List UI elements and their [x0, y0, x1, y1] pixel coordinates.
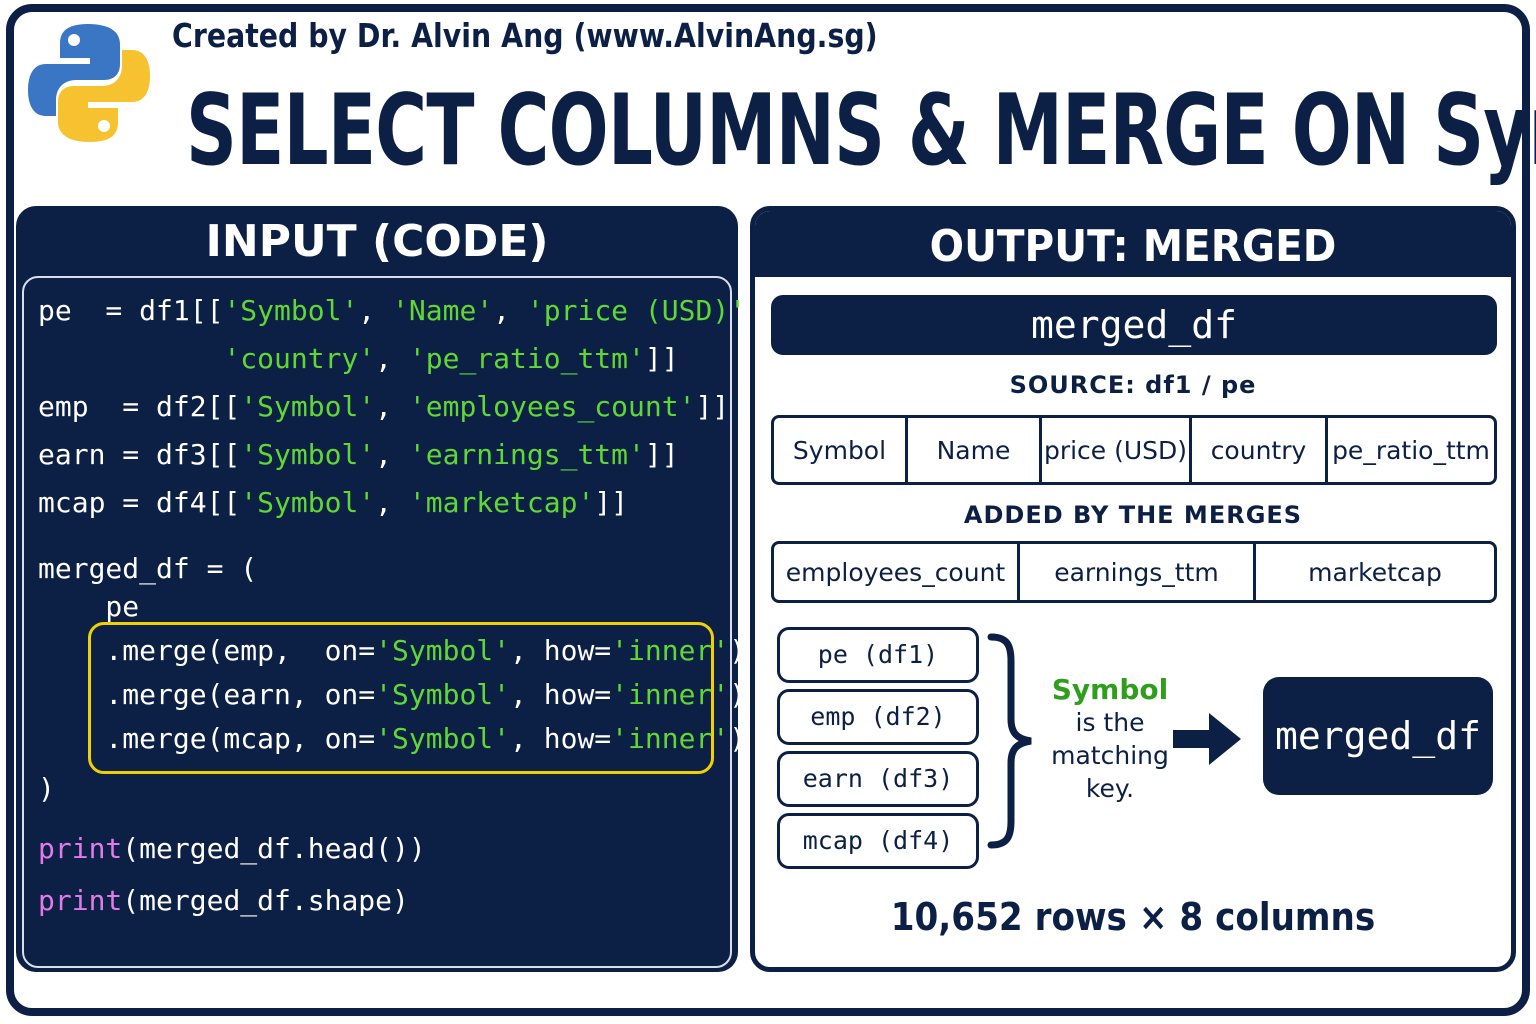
input-code-panel: INPUT (CODE) pe = df1[['Symbol', 'Name',…: [16, 206, 763, 972]
code-block: pe = df1[['Symbol', 'Name', 'price (USD)…: [22, 276, 763, 968]
code-string: 'Symbol': [375, 722, 511, 755]
code-line: print(merged_df.shape): [38, 884, 409, 917]
code-string: 'Symbol': [375, 678, 511, 711]
code-text: mcap = df4[[: [38, 486, 241, 519]
dataframe-shape: 10,652 rows × 8 columns: [890, 895, 1376, 939]
curly-brace-icon: [987, 633, 1032, 849]
code-text: merged_df = (: [38, 552, 258, 585]
code-string: 'Name': [392, 294, 494, 327]
code-text: , how=: [510, 634, 612, 667]
code-string: 'earnings_ttm': [408, 438, 645, 471]
result-dataframe-box: merged_df: [1263, 677, 1493, 795]
right-arrow-icon: [1173, 713, 1241, 765]
code-text: .merge(earn, on=: [38, 678, 376, 711]
code-string: 'price (USD)': [526, 294, 747, 327]
input-dataframe-box: mcap (df4): [777, 813, 979, 869]
code-line: mcap = df4[['Symbol', 'marketcap']]: [38, 486, 628, 519]
code-text: , how=: [510, 722, 612, 755]
code-text: ): [729, 634, 747, 667]
code-text: pe: [38, 590, 140, 623]
code-text: pe = df1[[: [38, 294, 224, 327]
column-header-cell: earnings_ttm: [1020, 544, 1256, 600]
dataframe-name-bar: merged_df: [771, 295, 1497, 355]
code-string: 'inner': [611, 678, 730, 711]
code-text: ]]: [594, 486, 629, 519]
source-label: SOURCE: df1 / pe: [1009, 371, 1257, 399]
code-line: pe = df1[['Symbol', 'Name', 'price (USD)…: [38, 294, 763, 327]
code-keyword: print: [38, 884, 123, 917]
input-dataframe-box: pe (df1): [777, 627, 979, 683]
code-text: , how=: [510, 678, 612, 711]
output-panel: OUTPUT: MERGED DATAFRAME merged_df SOURC…: [750, 206, 1516, 972]
code-line: print(merged_df.head()): [38, 832, 426, 865]
code-text: ): [729, 722, 747, 755]
code-line: emp = df2[['Symbol', 'employees_count']]: [38, 390, 729, 423]
code-line: earn = df3[['Symbol', 'earnings_ttm']]: [38, 438, 679, 471]
page-title: SELECT COLUMNS & MERGE ON Symbol: [186, 74, 1536, 188]
python-logo-icon: [28, 24, 150, 142]
code-text: ]]: [695, 390, 730, 423]
column-header-cell: pe_ratio_ttm: [1332, 435, 1490, 465]
column-header-cell: Symbol: [774, 418, 908, 482]
code-string: 'Symbol': [240, 438, 376, 471]
title-main: SELECT COLUMNS & MERGE ON: [186, 74, 1410, 188]
code-text: emp = df2[[: [38, 390, 241, 423]
key-text-line-3: key.: [1085, 774, 1135, 803]
column-header-cell: country: [1192, 418, 1328, 482]
output-panel-header: [755, 211, 1511, 277]
input-dataframe-box: emp (df2): [777, 689, 979, 745]
code-text: ,: [375, 390, 409, 423]
code-line: .merge(emp, on='Symbol', how='inner'): [38, 634, 746, 667]
code-line: .merge(mcap, on='Symbol', how='inner'): [38, 722, 746, 755]
code-text: ,: [375, 438, 409, 471]
code-text: earn = df3[[: [38, 438, 241, 471]
title-key: Symbol: [1433, 74, 1536, 188]
code-keyword: print: [38, 832, 123, 865]
code-string: 'Symbol': [240, 390, 376, 423]
key-name: Symbol: [1051, 673, 1169, 706]
code-text: ]]: [644, 438, 679, 471]
code-string: 'Symbol': [223, 294, 359, 327]
input-dataframe-box: earn (df3): [777, 751, 979, 807]
code-text: (merged_df.shape): [122, 884, 409, 917]
code-string: 'country': [223, 342, 376, 375]
code-line: 'country', 'pe_ratio_ttm']]: [38, 342, 679, 375]
merge-highlight-box: [88, 622, 714, 774]
added-label: ADDED BY THE MERGES: [963, 501, 1303, 529]
matching-key-note: Symbol is the matching key.: [1045, 673, 1175, 805]
author-credit: Created by Dr. Alvin Ang (www.AlvinAng.s…: [172, 16, 878, 55]
code-text: (merged_df.head()): [122, 832, 426, 865]
code-text: ,: [493, 294, 527, 327]
key-text-line-1: is the: [1075, 708, 1145, 737]
code-line: pe: [38, 590, 139, 623]
code-string: 'pe_ratio_ttm': [408, 342, 645, 375]
code-text: ]]: [644, 342, 679, 375]
code-text: .merge(mcap, on=: [38, 722, 376, 755]
code-line: .merge(earn, on='Symbol', how='inner'): [38, 678, 746, 711]
code-text: ,: [375, 342, 409, 375]
input-panel-heading: INPUT (CODE): [205, 216, 549, 267]
code-text: ): [729, 678, 747, 711]
code-line: ): [38, 772, 55, 805]
column-header-cell: price (USD): [1042, 418, 1192, 482]
code-text: ): [38, 772, 55, 805]
code-string: 'Symbol': [375, 634, 511, 667]
column-header-cell: Name: [908, 418, 1042, 482]
column-header-cell: employees_count: [774, 544, 1020, 600]
key-text-line-2: matching: [1051, 741, 1169, 770]
code-string: 'inner': [611, 634, 730, 667]
code-text: ,: [358, 294, 393, 327]
column-header-cell: marketcap: [1308, 557, 1442, 587]
code-text: .merge(emp, on=: [38, 634, 376, 667]
code-string: 'employees_count': [408, 390, 696, 423]
code-string: 'Symbol': [240, 486, 376, 519]
code-text: [38, 342, 223, 375]
code-string: 'marketcap': [408, 486, 595, 519]
code-text: ,: [375, 486, 409, 519]
code-line: merged_df = (: [38, 552, 257, 585]
code-string: 'inner': [611, 722, 730, 755]
